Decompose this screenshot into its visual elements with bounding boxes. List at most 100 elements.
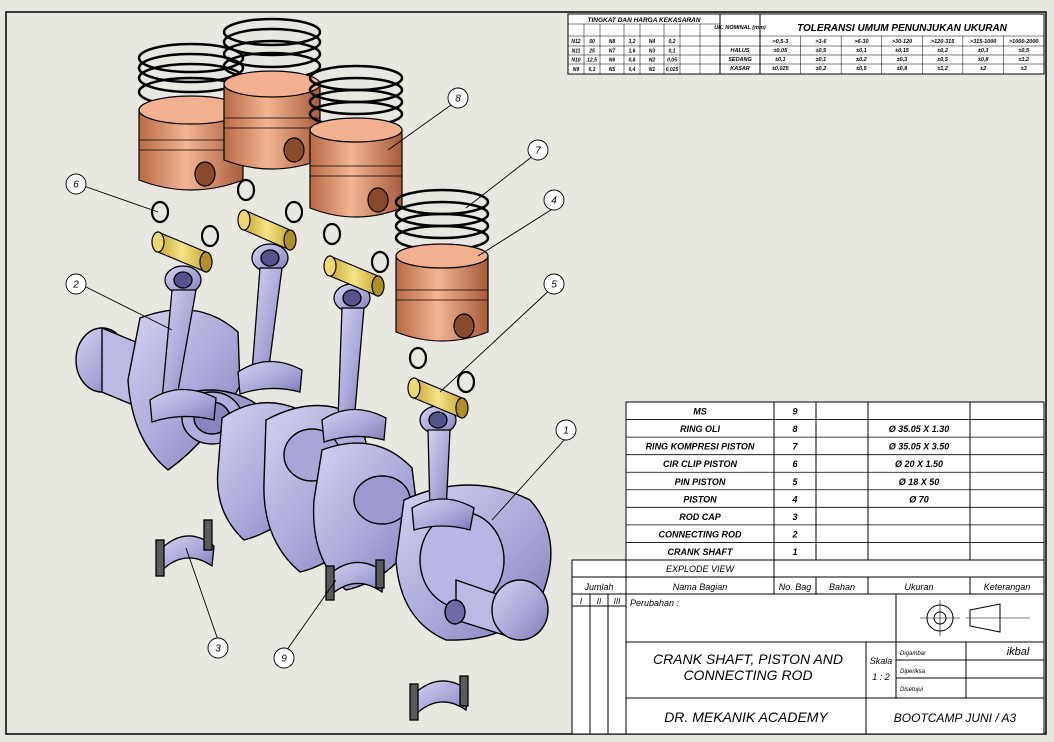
roughness-cell: 0,1 [669,48,676,54]
tolerance-cell: ±0,5 [816,48,828,54]
tolerance-cell: ±0,5 [937,57,949,63]
tolerance-cell: ±0,5 [1018,48,1030,54]
roughness-cell: 1,6 [629,48,636,54]
part-name: PIN PISTON [675,477,726,487]
rev-col-2: II [597,597,602,606]
tolerance-cell: ±0,3 [897,57,908,63]
callout-number: 9 [281,654,287,665]
grade-label: SEDANG [728,57,752,63]
tolerance-cell: ±1,2 [1018,57,1029,63]
roughness-cell: 0,05 [667,58,677,64]
range-header: >120-315 [931,39,955,45]
roughness-cell: N3 [649,48,656,54]
tolerance-cell: ±0,025 [772,66,790,72]
callout-number: 5 [551,280,557,291]
callout-balloon [527,139,549,161]
author-name: ikbal [1007,646,1030,658]
roughness-cell: N9 [573,67,580,73]
roughness-cell: N6 [609,58,616,64]
callout-number: 8 [455,94,461,105]
grade-label: KASAR [730,66,750,72]
roughness-cell: 0,2 [669,39,676,45]
part-size: Ø 20 X 1.50 [895,459,943,469]
roughness-cell: N7 [609,48,616,54]
part-name: CONNECTING ROD [659,529,743,539]
callout-number: 4 [551,196,557,207]
explode-view-label: EXPLODE VIEW [666,564,736,574]
tolerance-cell: ±0,8 [897,66,909,72]
roughness-cell: 0,8 [629,58,636,64]
pistons [137,17,490,342]
roughness-cell: N12 [571,39,580,45]
tolerance-cell: ±0,2 [816,66,827,72]
tolerance-cell: ±2 [980,66,986,72]
callout-number: 2 [72,280,79,291]
part-number: 7 [792,442,798,452]
callout-balloon [207,637,229,659]
col-jumlah: Jumlah [583,582,613,592]
roughness-cell: N10 [571,58,580,64]
disetujui-label: Disetujui [900,687,924,693]
callouts [77,99,567,655]
col-no: No. Bag [779,582,812,592]
roughness-cell: 3,2 [629,39,636,45]
part-number: 4 [791,494,797,504]
callout-balloon [543,273,565,295]
callout-balloon [65,273,87,295]
range-header: >30-120 [892,39,912,45]
tolerance-cell: ±1,2 [937,66,948,72]
roughness-cell: 12,5 [587,58,597,64]
callout-number: 6 [73,180,79,191]
roughness-cell: N5 [609,67,616,73]
connecting-rods [149,243,475,531]
callout-number: 3 [215,644,221,655]
title-line-2: CONNECTING ROD [683,667,812,683]
skala-value: 1 : 2 [872,672,890,682]
range-header: >0,5-3 [772,39,788,45]
part-name: MS [693,407,707,417]
col-ket: Keterangan [984,582,1031,592]
tolerance-cell: ±0,2 [856,57,867,63]
col-bahan: Bahan [829,582,855,592]
part-name: CRANK SHAFT [668,547,734,557]
col-ukuran: Ukuran [904,582,933,592]
roughness-title: TINGKAT DAN HARGA KEKASARAN [587,17,700,24]
perubahan-label: Perubahan : [630,598,680,608]
roughness-cell: 50 [589,39,595,45]
tolerance-cell: ±3 [1021,66,1027,72]
projection-symbol-icon [920,600,1030,636]
callout-number: 7 [535,146,541,157]
rod-caps [155,519,469,721]
tolerance-cell: ±0,15 [895,48,910,54]
tolerance-cell: ±0,8 [978,57,990,63]
tolerance-cell: ±0,5 [856,66,868,72]
tolerance-cell: ±0,1 [775,57,786,63]
sheet-code: BOOTCAMP JUNI / A3 [894,711,1017,725]
part-number: 3 [792,512,797,522]
roughness-cell: 25 [588,48,595,54]
callout-number: 1 [563,426,569,437]
roughness-cell: 0,025 [666,67,679,73]
tolerance-cell: ±0,1 [856,48,867,54]
range-header: >6-30 [854,39,868,45]
callout-balloon [273,647,295,669]
circlips [150,178,476,394]
roughness-cell: N11 [572,48,581,54]
part-name: RING KOMPRESI PISTON [646,442,755,452]
range-header: >1000-2000 [1009,39,1039,45]
part-number: 6 [792,459,798,469]
part-name: PISTON [683,494,717,504]
roughness-cell: N8 [609,39,616,45]
rev-col-3: III [614,597,621,606]
part-size: Ø 18 X 50 [899,477,940,487]
tolerance-cell: ±0,2 [937,48,948,54]
tolerance-title: TOLERANSI UMUM PENUNJUKAN UKURAN [797,23,1008,34]
roughness-cell: N4 [649,39,656,45]
tolerance-table: TINGKAT DAN HARGA KEKASARAN N12 50 N8 3,2 N4… [567,13,1045,75]
part-number: 5 [792,477,798,487]
callout-balloon [447,87,469,109]
piston-pins [151,209,469,419]
callout-balloon [65,173,87,195]
